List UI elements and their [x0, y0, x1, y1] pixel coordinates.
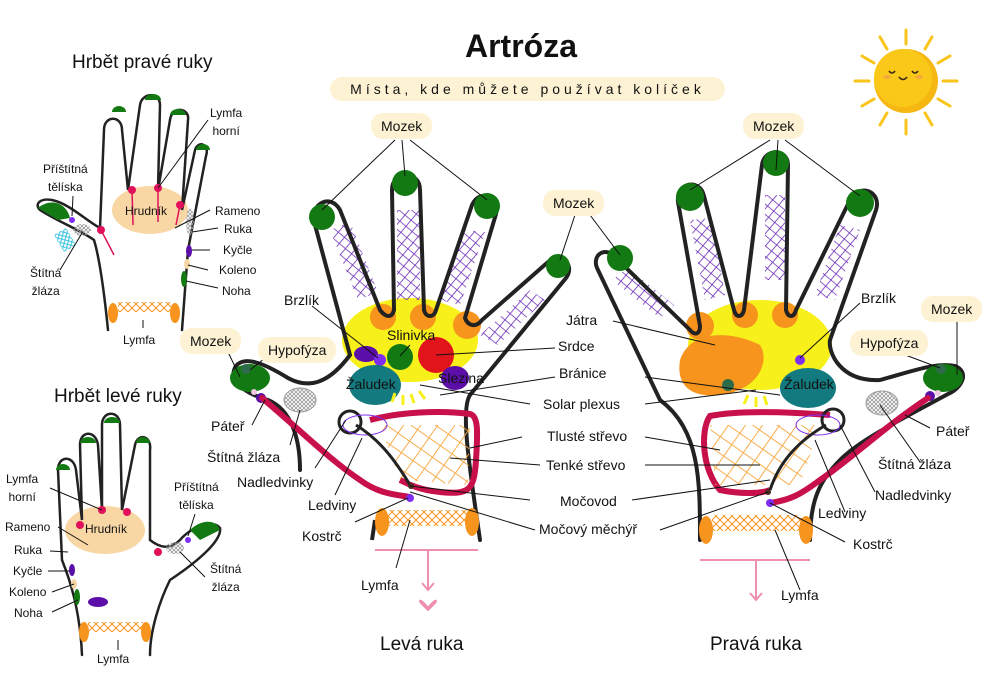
right-palm-lymfa-label: Lymfa	[781, 587, 819, 603]
left-palm-slinivka-label: Slinivka	[387, 327, 436, 343]
back-left-label-koleno: Koleno	[9, 585, 47, 599]
left-palm-slezina-label: Slezina	[438, 370, 484, 386]
back-left-label-kycle: Kyčle	[13, 564, 43, 578]
left-palm-mozek-top-label: Mozek	[371, 113, 433, 139]
back-left-label-ruka: Ruka	[14, 543, 43, 557]
label-tluste-strevo: Tlusté střevo	[547, 428, 628, 444]
right-palm-caption: Pravá ruka	[710, 634, 802, 655]
back-right-label-kycle: Kyčle	[223, 243, 253, 257]
left-palm-pater-label: Páteř	[211, 418, 245, 434]
left-palm-brzlik-label: Brzlík	[284, 292, 319, 308]
right-palm-stitna-label: Štítná žláza	[878, 456, 952, 472]
right-palm-drawing	[594, 150, 966, 602]
left-palm-mozek-thumb-label: Mozek	[180, 328, 242, 354]
back-right-label-stitna: Štítná žláza	[30, 266, 62, 298]
label-mocovod: Močovod	[560, 493, 617, 509]
left-palm-nadledvinky-label: Nadledvinky	[237, 474, 314, 490]
back-right-label-hrudnik: Hrudník	[125, 204, 168, 218]
right-palm-kostrc-label: Kostrč	[853, 536, 893, 552]
right-palm-nadledvinky-label: Nadledvinky	[875, 487, 952, 503]
back-left-label-pristitna: Příštítná tělíska	[174, 480, 219, 512]
back-right-label-pristitna: Příštítná tělíska	[43, 162, 88, 194]
back-right-hand-drawing	[36, 94, 210, 332]
back-left-label-lymfa: Lymfa	[97, 652, 130, 666]
back-left-heading: Hrbět levé ruky	[54, 386, 182, 407]
left-palm-zaludek-label: Žaludek	[346, 376, 396, 392]
left-palm-lymfa-label: Lymfa	[361, 577, 399, 593]
right-palm-hypofyza-label: Hypofýza	[850, 330, 929, 356]
right-palm-ledviny-label: Ledviny	[818, 505, 867, 521]
back-right-label-ruka: Ruka	[224, 222, 253, 236]
right-palm-pater-label: Páteř	[936, 423, 970, 439]
back-right-label-noha: Noha	[222, 284, 251, 298]
left-palm-drawing	[230, 170, 572, 612]
left-palm-caption: Levá ruka	[380, 634, 464, 655]
left-palm-hypofyza-label: Hypofýza	[258, 337, 337, 363]
back-right-label-lymfa-horni: Lymfa horní	[210, 106, 243, 138]
left-palm-stitna-label: Štítná žláza	[207, 449, 281, 465]
left-palm-ledviny-label: Ledviny	[308, 497, 357, 513]
right-palm-mozek-thumb-label: Mozek	[921, 296, 983, 322]
back-left-label-hrudnik: Hrudník	[85, 522, 128, 536]
label-jatra: Játra	[566, 312, 598, 328]
back-left-label-noha: Noha	[14, 606, 43, 620]
leader-lines	[48, 119, 958, 650]
back-right-label-koleno: Koleno	[219, 263, 257, 277]
label-tenke-strevo: Tenké střevo	[546, 457, 626, 473]
left-palm-kostrc-label: Kostrč	[302, 528, 342, 544]
right-palm-mozek-top-label: Mozek	[743, 113, 805, 139]
label-branice: Bránice	[559, 365, 607, 381]
page-title: Artróza	[464, 28, 577, 64]
subtitle-banner: Místa, kde můžete používat kolíček	[330, 77, 725, 101]
back-left-label-lymfa-horni: Lymfa horní	[6, 472, 39, 504]
back-right-label-lymfa: Lymfa	[123, 333, 156, 347]
right-palm-brzlik-label: Brzlík	[861, 290, 896, 306]
back-left-label-stitna: Štítná žláza	[210, 562, 242, 594]
label-solar-plexus: Solar plexus	[543, 396, 621, 412]
back-right-label-rameno: Rameno	[215, 204, 261, 218]
back-right-heading: Hrbět pravé ruky	[72, 52, 213, 73]
label-mocovy-mechyr: Močový měchýř	[539, 521, 638, 537]
back-left-hand-drawing	[56, 412, 222, 657]
label-srdce: Srdce	[558, 338, 595, 354]
back-left-label-rameno: Rameno	[5, 520, 51, 534]
left-palm-mozek-index-label: Mozek	[543, 190, 605, 216]
sun-smiley-icon	[853, 28, 959, 136]
right-palm-zaludek-label: Žaludek	[784, 376, 834, 392]
